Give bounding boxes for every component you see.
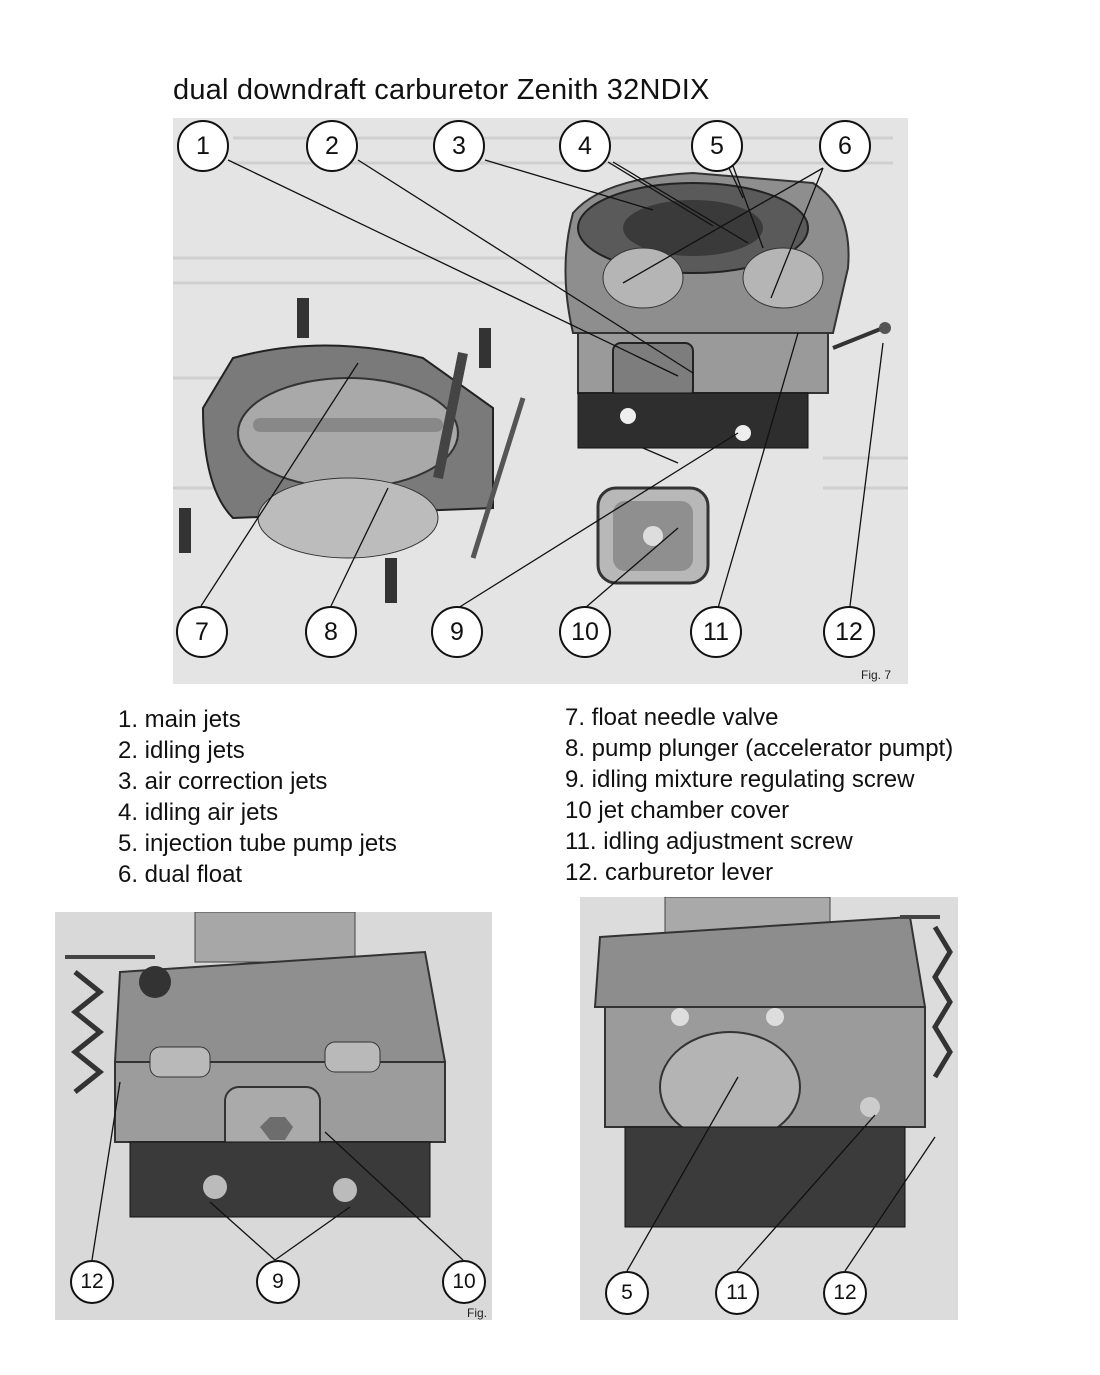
callout-4: 4 xyxy=(559,120,611,172)
callout-9: 9 xyxy=(256,1260,300,1304)
list-item: 2. idling jets xyxy=(118,737,245,764)
parts-list-left: 1. main jets 2. idling jets 3. air corre… xyxy=(118,704,397,890)
callout-12: 12 xyxy=(823,1271,867,1315)
list-item: 7. float needle valve xyxy=(565,704,779,731)
list-item: 11. idling adjustment screw xyxy=(565,828,853,855)
list-item: 4. idling air jets xyxy=(118,799,279,826)
callout-10: 10 xyxy=(559,606,611,658)
carburetor-exploded-illustration xyxy=(173,136,908,609)
figure-caption: Fig. xyxy=(467,1306,488,1320)
carburetor-side-illustration xyxy=(593,897,953,1272)
page-title: dual downdraft carburetor Zenith 32NDIX xyxy=(173,74,710,106)
list-item: 8. pump plunger (accelerator pumpt) xyxy=(565,735,954,762)
callout-12: 12 xyxy=(70,1260,114,1304)
carburetor-side-photo: 5 11 12 xyxy=(580,897,958,1320)
callout-11: 11 xyxy=(715,1271,759,1315)
list-item: 12. carburetor lever xyxy=(565,859,774,886)
callout-1: 1 xyxy=(177,120,229,172)
callout-5: 5 xyxy=(605,1271,649,1315)
callout-12: 12 xyxy=(823,606,875,658)
carburetor-front-photo: 12 9 10 Fig. xyxy=(55,912,492,1320)
callout-9: 9 xyxy=(431,606,483,658)
callout-2: 2 xyxy=(306,120,358,172)
callout-7: 7 xyxy=(176,606,228,658)
carburetor-front-illustration xyxy=(65,912,464,1261)
list-item: 1. main jets xyxy=(118,706,241,733)
list-item: 10 jet chamber cover xyxy=(565,797,790,824)
callout-5: 5 xyxy=(691,120,743,172)
parts-list-right: 7. float needle valve 8. pump plunger (a… xyxy=(565,702,953,888)
figure-caption: Fig. 7 xyxy=(861,668,892,682)
list-item: 3. air correction jets xyxy=(118,768,328,795)
callout-8: 8 xyxy=(305,606,357,658)
callout-6: 6 xyxy=(819,120,871,172)
list-item: 5. injection tube pump jets xyxy=(118,830,397,857)
list-item: 6. dual float xyxy=(118,861,243,888)
callout-10: 10 xyxy=(442,1260,486,1304)
carburetor-exploded-photo: 1 2 3 4 5 6 7 8 9 10 11 12 Fig. 7 xyxy=(173,118,908,684)
list-item: 9. idling mixture regulating screw xyxy=(565,766,915,793)
callout-11: 11 xyxy=(690,606,742,658)
callout-3: 3 xyxy=(433,120,485,172)
